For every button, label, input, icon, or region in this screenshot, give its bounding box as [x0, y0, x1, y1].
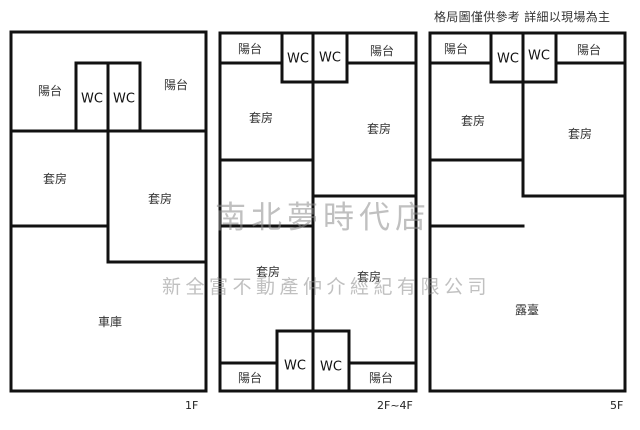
floor-1f-walls	[9, 30, 208, 393]
room-label-wc: WC	[528, 48, 550, 64]
disclaimer-text: 格局圖僅供參考 詳細以現場為主	[434, 10, 611, 24]
floor-tag-5f: 5F	[610, 399, 624, 412]
room-label-balcony: 陽台	[163, 78, 189, 92]
floor-tag-2f-4f: 2F~4F	[377, 399, 413, 412]
room-label-balcony: 陽台	[37, 84, 63, 98]
room-label-garage: 車庫	[97, 315, 123, 329]
room-label-wc: WC	[319, 50, 341, 66]
room-label-suite: 套房	[567, 127, 593, 141]
room-label-balcony: 陽台	[237, 371, 263, 385]
room-label-suite: 套房	[356, 270, 382, 284]
room-label-wc: WC	[81, 91, 103, 107]
floor-2f-4f-walls	[218, 31, 418, 393]
room-label-wc: WC	[113, 91, 135, 107]
room-label-wc: WC	[284, 358, 306, 374]
room-label-suite: 套房	[42, 172, 68, 186]
room-label-suite: 套房	[147, 192, 173, 206]
room-label-suite: 套房	[255, 265, 281, 279]
watermark-company: 新全富不動產仲介經紀有限公司	[162, 276, 492, 298]
room-label-wc: WC	[287, 51, 309, 67]
floor-5f-walls	[428, 31, 627, 393]
watermark-brand: 南北夢時代店	[215, 200, 431, 236]
room-label-wc: WC	[497, 51, 519, 67]
room-label-balcony: 陽台	[443, 42, 469, 56]
room-label-balcony: 陽台	[237, 42, 263, 56]
room-label-suite: 套房	[248, 111, 274, 125]
room-label-wc: WC	[320, 359, 342, 375]
floor-tag-1f: 1F	[185, 399, 199, 412]
room-label-balcony: 陽台	[369, 44, 395, 58]
room-label-terrace: 露臺	[514, 303, 540, 317]
room-label-suite: 套房	[366, 122, 392, 136]
room-label-balcony: 陽台	[368, 371, 394, 385]
room-label-balcony: 陽台	[576, 43, 602, 57]
room-label-suite: 套房	[460, 114, 486, 128]
